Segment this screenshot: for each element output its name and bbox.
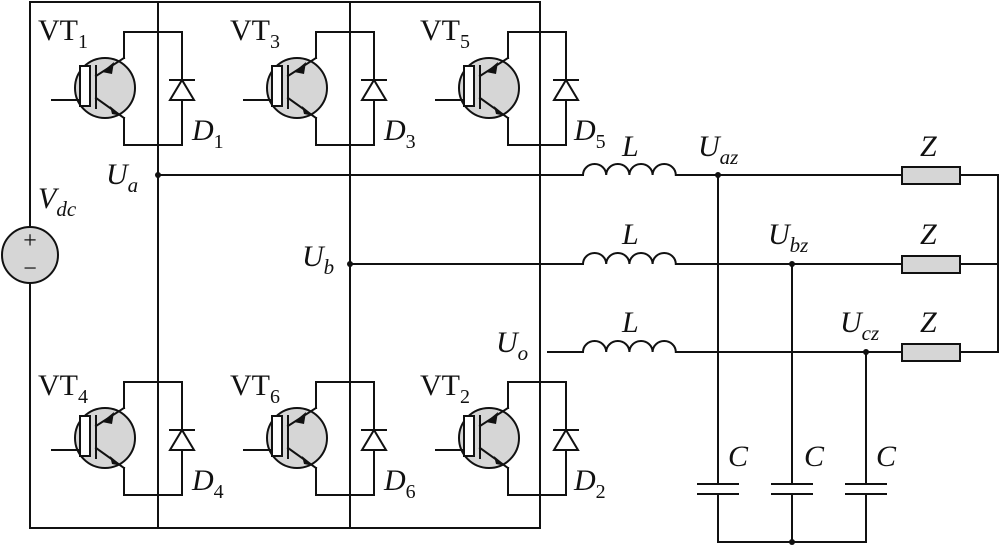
switch-cell-vt4 xyxy=(51,381,196,496)
diode-d4 xyxy=(168,428,196,451)
capacitor-1-label: C xyxy=(728,440,749,473)
uo-label: Uo xyxy=(496,326,528,365)
d5-label: D5 xyxy=(573,114,606,153)
vt3-label: VT3 xyxy=(230,14,280,53)
vt1-label: VT1 xyxy=(38,14,88,53)
vdc-label: Vdc xyxy=(38,182,77,221)
load-impedance-a xyxy=(901,166,961,185)
load-impedance-c xyxy=(901,343,961,362)
d2-label: D2 xyxy=(573,464,606,503)
ucz-label: Ucz xyxy=(840,306,879,345)
inductor-a-label: L xyxy=(621,130,639,163)
dc-source: + − xyxy=(1,226,59,284)
diode-d5 xyxy=(552,78,580,101)
switch-cell-vt5 xyxy=(435,31,580,146)
d6-label: D6 xyxy=(383,464,416,503)
ubz-label: Ubz xyxy=(768,218,808,257)
inductor-a xyxy=(581,163,677,177)
inductor-c xyxy=(581,340,677,354)
load-a-label: Z xyxy=(920,130,937,163)
inductor-c-label: L xyxy=(621,306,639,339)
ua-label: Ua xyxy=(106,158,138,197)
load-b-label: Z xyxy=(920,218,937,251)
load-c-label: Z xyxy=(920,306,937,339)
capacitor-2 xyxy=(771,483,813,495)
ub-label: Ub xyxy=(302,240,334,279)
d3-label: D3 xyxy=(383,114,416,153)
inductor-b xyxy=(581,252,677,266)
vt5-label: VT5 xyxy=(420,14,470,53)
diode-d6 xyxy=(360,428,388,451)
switch-cell-vt6 xyxy=(243,381,388,496)
switch-cell-vt1 xyxy=(51,31,196,146)
switch-cell-vt3 xyxy=(243,31,388,146)
d1-label: D1 xyxy=(191,114,224,153)
capacitor-wires xyxy=(717,174,867,543)
load-impedance-b xyxy=(901,255,961,274)
source-minus-sign: − xyxy=(23,256,37,282)
vt6-label: VT6 xyxy=(230,369,280,408)
diode-d2 xyxy=(552,428,580,451)
junction-dots xyxy=(155,172,869,545)
vt4-label: VT4 xyxy=(38,369,88,408)
capacitor-1 xyxy=(697,483,739,495)
capacitor-3-label: C xyxy=(876,440,897,473)
switch-cell-vt2 xyxy=(435,381,580,496)
capacitor-3 xyxy=(845,483,887,495)
diode-d1 xyxy=(168,78,196,101)
d4-label: D4 xyxy=(191,464,224,503)
inductor-b-label: L xyxy=(621,218,639,251)
phase-lines xyxy=(157,174,999,353)
capacitor-2-label: C xyxy=(804,440,825,473)
uaz-label: Uaz xyxy=(698,130,738,169)
diode-d3 xyxy=(360,78,388,101)
vt2-label: VT2 xyxy=(420,369,470,408)
source-plus-sign: + xyxy=(23,228,37,254)
